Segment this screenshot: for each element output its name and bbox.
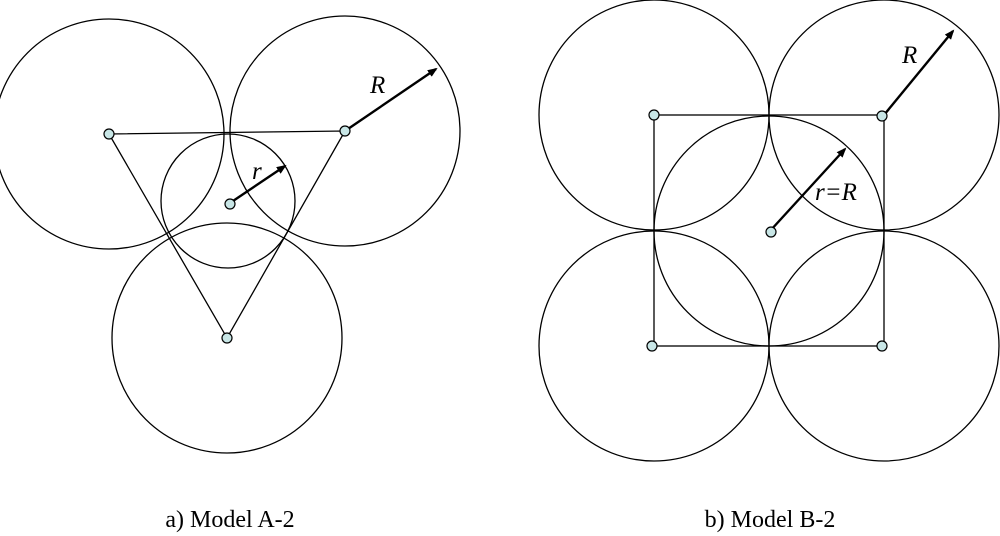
model-a-small-radius-arrow [229,164,287,204]
model-b-center-node-middle [765,226,777,238]
model-a-big-radius-label: R [369,72,385,99]
model-b-center-node-bottom-left [646,340,658,352]
model-a-center-node-right [339,125,351,137]
model-b-big-radius-label: R [901,42,917,69]
model-a-large-circle-right [229,15,461,247]
model-b-big-radius-arrow [883,29,955,116]
model-b-diagram: R r=R b) Model B-2 [538,0,1000,533]
model-a-center-node-left [103,128,115,140]
model-a-diagram: R r a) Model A-2 [0,15,461,533]
model-b-middle-radius-arrow [769,147,847,232]
model-a-small-radius-label: r [252,158,262,185]
model-b-caption: b) Model B-2 [705,507,836,533]
model-b-center-node-bottom-right [876,340,888,352]
model-a-large-circle-bottom [111,222,343,454]
model-a-big-radius-arrow [344,67,438,132]
model-b-center-square [653,114,885,347]
model-a-center-triangle [107,130,347,340]
model-b-center-node-top-left [648,109,660,121]
model-a-center-node-middle [224,198,236,210]
model-b-middle-radius-label: r=R [815,179,857,206]
model-a-center-node-bottom [221,332,233,344]
model-b-center-node-top-right [876,110,888,122]
model-a-caption: a) Model A-2 [165,507,294,533]
model-a-small-circle [160,133,296,269]
